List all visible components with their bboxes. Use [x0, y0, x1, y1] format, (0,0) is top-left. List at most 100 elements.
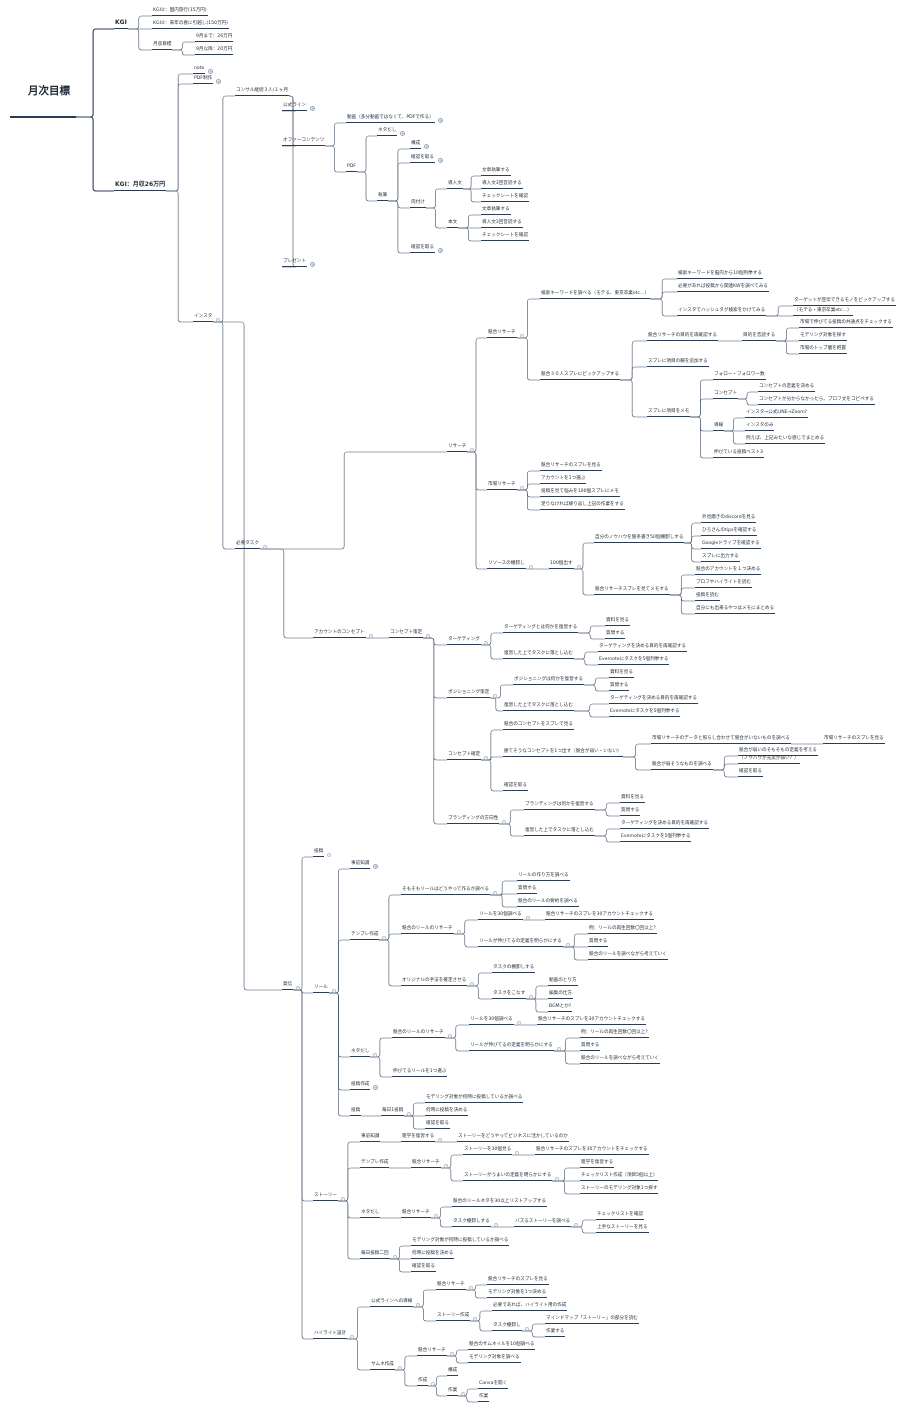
node-pdf-make[interactable]: PDF制作 [193, 76, 214, 85]
node-kousei[interactable]: 構成 [410, 141, 422, 150]
node-st-ji1[interactable]: 雑学を復習する [401, 1134, 436, 1143]
node-s3[interactable]: 投稿を見て悩みを100個スプレにメモ [540, 489, 620, 498]
node-nd1a1[interactable]: 競合リサーチのスプレを30アカウントチェックする [537, 1017, 646, 1026]
collapse-handle-icon[interactable] [438, 1138, 442, 1142]
node-po1a[interactable]: 資料を見る [609, 670, 634, 679]
node-c2b2[interactable]: 確認を取る [738, 769, 763, 778]
node-tp2[interactable]: 競合のリールのリサーチ [401, 926, 454, 935]
node-hl2a[interactable]: 競合リサーチ [417, 1348, 447, 1357]
collapse-handle-icon[interactable] [557, 1047, 561, 1051]
expand-plus-icon[interactable]: + [438, 118, 443, 124]
node-st-nd1b1b[interactable]: 上手なストーリーを見る [596, 1225, 649, 1234]
collapse-handle-icon[interactable] [493, 694, 497, 698]
node-h1[interactable]: 文章執筆する [481, 207, 511, 216]
node-t1a[interactable]: 資料を見る [605, 618, 630, 627]
collapse-handle-icon[interactable] [216, 318, 220, 322]
root-node[interactable]: 月次目標 [28, 85, 70, 97]
node-st-nd1b[interactable]: タスク棚卸しする [452, 1219, 491, 1228]
collapse-handle-icon[interactable] [484, 756, 488, 760]
node-tp3b3[interactable]: BGMとか? [548, 1004, 573, 1013]
collapse-handle-icon[interactable] [457, 930, 461, 934]
node-honbun[interactable]: 本文 [447, 220, 459, 229]
node-reel[interactable]: リール [313, 985, 329, 994]
node-re-tk[interactable]: 投稿 [350, 1108, 362, 1117]
node-tp2b3[interactable]: 競合のリールを調べながら考えていく [588, 952, 668, 961]
node-rj1[interactable]: 外見磨きのdiscordを見る [701, 515, 757, 524]
node-p1a3[interactable]: 市場のトップ層を把握 [799, 346, 847, 355]
node-c2a[interactable]: 市場リサーチのデータと照らし合わせて競合がいないものを調べる [651, 736, 791, 745]
node-dounyu[interactable]: 導入文 [447, 181, 463, 190]
node-st-tp1[interactable]: 競合リサーチ [411, 1160, 441, 1169]
node-tk1a[interactable]: モデリング対象が何時に投稿しているか調べる [425, 1095, 524, 1104]
node-research[interactable]: リサーチ [447, 444, 468, 453]
collapse-handle-icon[interactable] [461, 1392, 465, 1396]
collapse-handle-icon[interactable] [327, 853, 331, 857]
collapse-handle-icon[interactable] [520, 486, 524, 490]
collapse-handle-icon[interactable] [407, 1112, 411, 1116]
expand-plus-icon[interactable]: + [310, 262, 315, 268]
node-po1b[interactable]: 質問する [609, 683, 630, 692]
node-hasshin[interactable]: 発信 [282, 982, 294, 991]
collapse-handle-icon[interactable] [555, 1177, 559, 1181]
collapse-handle-icon[interactable] [369, 634, 373, 638]
node-shijo[interactable]: 市場リサーチ [487, 482, 517, 491]
node-k1[interactable]: 検索キーワードを脳内から10個列挙する [677, 271, 763, 280]
node-note[interactable]: note [193, 66, 206, 75]
node-re-nd[interactable]: ネタだし [350, 1049, 371, 1058]
node-st-tp[interactable]: テンプレ作成 [360, 1160, 390, 1169]
node-rk4[interactable]: 自分にも出来るやつはメモにまとめる [695, 606, 776, 615]
node-st-md[interactable]: 毎日投稿二回 [360, 1251, 390, 1260]
node-c2[interactable]: 勝てそうなコンセプトを1つ出す（競合が弱い・いない） [503, 749, 623, 758]
node-hl1b1[interactable]: 必要であれば、ハイライト用の作成 [492, 1303, 568, 1312]
node-hl1b2[interactable]: タスク棚卸し [492, 1323, 522, 1332]
collapse-handle-icon[interactable] [526, 916, 530, 920]
node-s4[interactable]: 足りなければ繰り返し上記の作業をする [540, 502, 625, 511]
node-tp3b2[interactable]: 編集の仕方 [548, 991, 573, 1000]
node-c3[interactable]: 確認を取る [503, 783, 528, 792]
node-p3[interactable]: スプレに項目をメモ [647, 409, 691, 418]
collapse-handle-icon[interactable] [382, 936, 386, 940]
node-hl2a1[interactable]: 競合のサムネイルを10個調べる [468, 1342, 536, 1351]
collapse-handle-icon[interactable] [398, 1366, 402, 1370]
node-st-nd1b1[interactable]: バズるストーリーを調べる [514, 1219, 572, 1228]
node-tk1[interactable]: 毎日1投稿 [381, 1108, 405, 1117]
node-present[interactable]: プレゼント [282, 259, 307, 268]
collapse-handle-icon[interactable] [434, 1214, 438, 1218]
collapse-handle-icon[interactable] [494, 1223, 498, 1227]
collapse-handle-icon[interactable] [431, 1382, 435, 1386]
node-hl2b2[interactable]: 作業 [447, 1388, 459, 1397]
node-k2[interactable]: 必要があれば投稿から関連KWを調べてみる [677, 284, 769, 293]
node-st-tp1b2[interactable]: チェックリスト作成（項目5個以上） [580, 1173, 659, 1182]
node-st-ji1a[interactable]: ストーリーをどうやってビジネスに活かしているのか [457, 1134, 569, 1143]
collapse-handle-icon[interactable] [373, 1053, 377, 1057]
collapse-handle-icon[interactable] [517, 1021, 521, 1025]
node-st-ji[interactable]: 事前知識 [360, 1134, 381, 1143]
node-p3c[interactable]: 導線 [713, 423, 725, 432]
node-rk1[interactable]: 競合のアカウントを１つ決める [695, 567, 762, 576]
node-m2[interactable]: 9月以降：20万円 [195, 47, 234, 56]
node-c2b1[interactable]: 競合が弱いのそもそもの定義を考える [738, 748, 818, 757]
node-b1b[interactable]: 質問する [620, 808, 641, 817]
collapse-handle-icon[interactable] [484, 641, 488, 645]
node-k3b[interactable]: （モテる・東京卒業etc…） [793, 308, 853, 317]
collapse-handle-icon[interactable] [502, 820, 506, 824]
node-st-tp1b3[interactable]: ストーリーのモデリング対象1つ探す [580, 1186, 659, 1195]
collapse-handle-icon[interactable] [525, 1327, 529, 1331]
node-p1a1[interactable]: 市場で伸びてる投稿の共通点をチェックする [799, 320, 893, 329]
node-t1b[interactable]: 質問する [605, 631, 626, 640]
collapse-handle-icon[interactable] [448, 1034, 452, 1038]
collapse-handle-icon[interactable] [332, 989, 336, 993]
node-nikuzuke[interactable]: 肉付け [410, 200, 426, 209]
collapse-handle-icon[interactable] [296, 986, 300, 990]
node-hl2[interactable]: サムネ作成 [370, 1362, 395, 1371]
node-nd1a[interactable]: リールを30個調べる [469, 1017, 514, 1026]
node-st-tp1b[interactable]: ストーリーがうまいの定義を明らかにする [463, 1173, 553, 1182]
node-b2b[interactable]: Evernoteにタスクを5個列挙する [620, 834, 692, 843]
node-p3c3[interactable]: 例えば、上記みたいな感じでまとめる [745, 436, 826, 445]
node-concept[interactable]: コンセプト策定 [389, 630, 424, 639]
node-video[interactable]: 動画（多分動画ではなくて、PDFで作る） [346, 115, 435, 124]
collapse-handle-icon[interactable] [529, 995, 533, 999]
node-tp1[interactable]: そもそもリールはどうやって作るか調べる [401, 887, 490, 896]
node-r100[interactable]: 100個出す [549, 561, 574, 570]
node-re-tp[interactable]: テンプレ作成 [350, 932, 380, 941]
